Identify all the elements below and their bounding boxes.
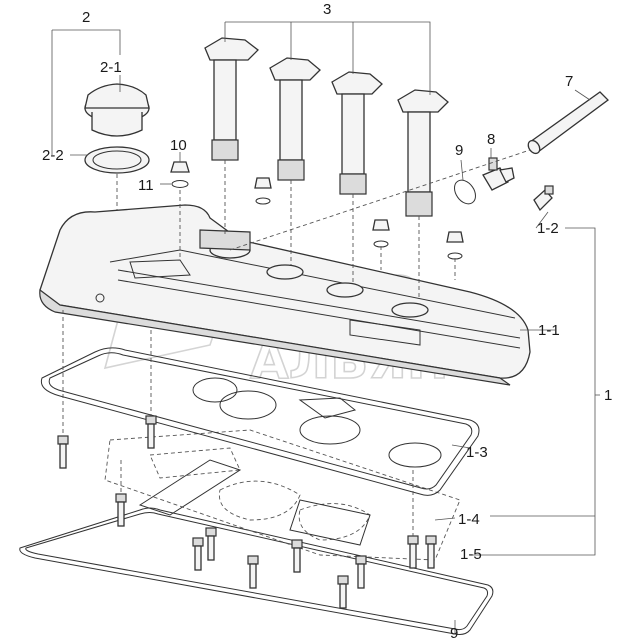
breather-hose	[527, 91, 609, 155]
callout-9-top: 9	[455, 142, 463, 159]
callout-1-5: 1-5	[460, 546, 482, 563]
ignition-coil-4	[397, 89, 449, 217]
bolt	[115, 493, 127, 527]
callout-1-2: 1-2	[537, 220, 559, 237]
callout-1-4: 1-4	[458, 511, 480, 528]
cover-gasket	[40, 347, 480, 496]
bolts	[57, 415, 437, 609]
bolt	[192, 537, 204, 571]
callout-11: 11	[138, 177, 154, 194]
callout-2-2: 2-2	[42, 147, 64, 164]
callout-3: 3	[323, 1, 331, 18]
bolt	[407, 535, 419, 569]
ignition-coil-1	[204, 37, 259, 161]
callout-1-1: 1-1	[538, 322, 560, 339]
callout-1-3: 1-3	[466, 444, 488, 461]
callout-7: 7	[565, 73, 573, 90]
lower-plate	[104, 429, 461, 561]
pcv-valve	[533, 185, 554, 212]
ignition-coil-2	[269, 57, 321, 181]
bolt	[205, 527, 217, 561]
callouts: 2 2-1 2-2 3 7 8 9 10 11 1-2 1-1 1 1-3 1-…	[42, 1, 612, 641]
callout-8: 8	[487, 131, 495, 148]
bolt	[425, 535, 437, 569]
outer-gasket	[19, 507, 494, 635]
callout-10: 10	[170, 137, 187, 154]
ignition-coils	[204, 37, 449, 217]
nuts-and-washers	[170, 161, 464, 260]
bolt	[291, 539, 303, 573]
o-ring-small	[454, 179, 476, 205]
leader-lines	[51, 21, 600, 634]
bolt	[247, 555, 259, 589]
bolt	[337, 575, 349, 609]
callout-2-1: 2-1	[100, 59, 122, 76]
callout-9-bottom: 9	[450, 625, 458, 641]
bolt	[145, 415, 157, 449]
assembly-guides	[62, 149, 531, 536]
pcv-connector	[482, 157, 515, 191]
oil-filler-cap	[84, 83, 150, 174]
ignition-coil-3	[331, 71, 383, 195]
bolt	[355, 555, 367, 589]
bolt	[57, 435, 69, 469]
callout-2: 2	[82, 9, 90, 26]
callout-1: 1	[604, 387, 612, 404]
valve-cover	[39, 204, 531, 386]
